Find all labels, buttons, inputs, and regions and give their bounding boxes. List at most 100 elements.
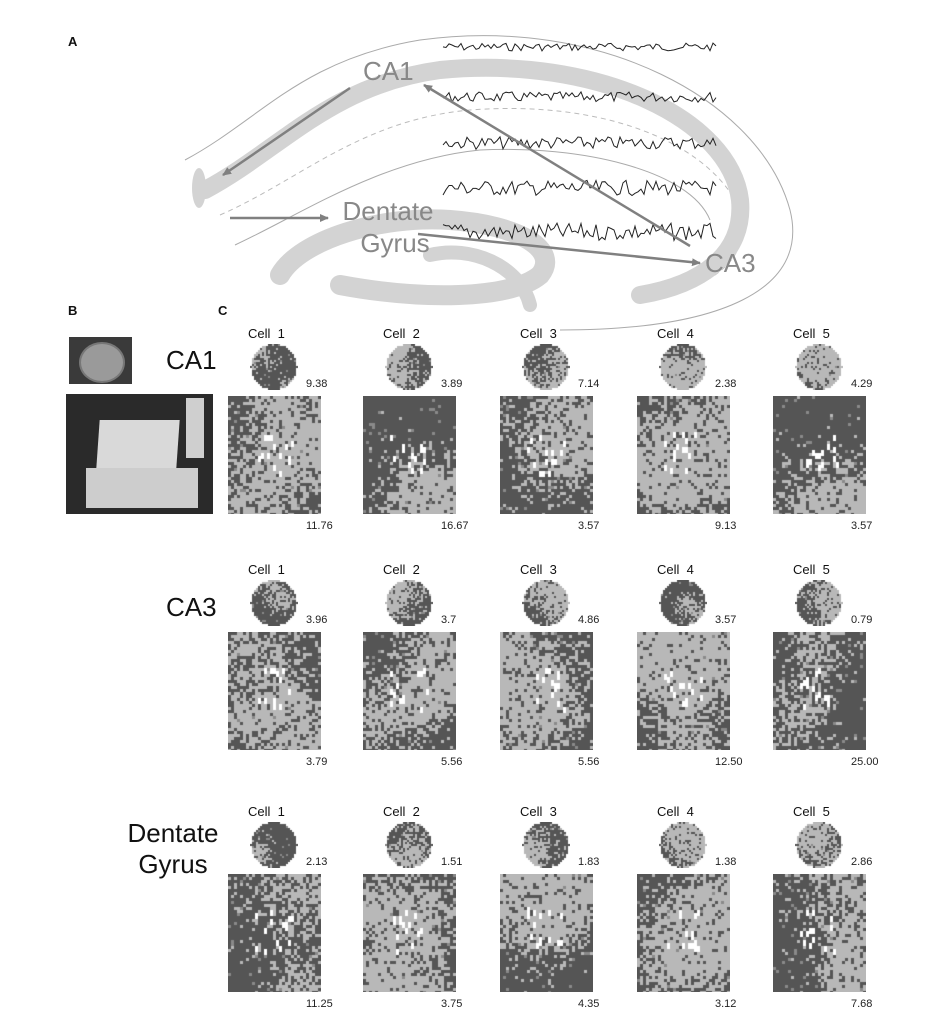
round-arena-peak-rate: 2.86 [851,856,873,868]
box-arena-rate-map [773,874,866,992]
cell-label: Cell 1 [248,326,285,341]
box-arena-rate-map [363,396,456,514]
round-arena-peak-rate: 3.7 [441,614,457,626]
box-arena-rate-map [773,632,866,750]
lfp-trace-3 [442,135,717,151]
round-arena-rate-map [659,822,707,868]
box-arena-peak-rate: 3.57 [851,520,873,532]
box-arena-peak-rate: 11.25 [306,998,333,1010]
round-arena-peak-rate: 4.86 [578,614,600,626]
box-arena-peak-rate: 3.75 [441,998,463,1010]
box-arena-peak-rate: 11.76 [306,520,333,532]
round-arena-rate-map [522,344,570,390]
round-arena-rate-map [659,344,707,390]
photo-box-arena [66,394,213,514]
cell-label: Cell 4 [657,804,694,819]
cell-label: Cell 2 [383,804,420,819]
round-arena-rate-map [522,580,570,626]
box-arena-rate-map [363,632,456,750]
round-arena-peak-rate: 9.38 [306,378,328,390]
cell-label: Cell 5 [793,326,830,341]
subiculum-end [192,168,206,208]
round-arena-peak-rate: 1.83 [578,856,600,868]
round-arena-peak-rate: 4.29 [851,378,873,390]
round-arena-rate-map [250,580,298,626]
dentate-band [270,209,556,306]
pyramidal-layer [196,58,750,304]
hippocampus-diagram: CA1 Dentate Gyrus CA3 [184,35,794,331]
diagram-label-gyrus: Gyrus [360,228,429,258]
round-arena-peak-rate: 1.38 [715,856,737,868]
cell-label: Cell 3 [520,562,557,577]
box-arena-peak-rate: 7.68 [851,998,873,1010]
round-arena-peak-rate: 3.96 [306,614,328,626]
box-floor [96,420,180,468]
round-arena-peak-rate: 0.79 [851,614,873,626]
diagram-label-ca1: CA1 [363,56,414,86]
round-arena-rate-map [795,580,843,626]
box-arena-rate-map [637,396,730,514]
box-arena-rate-map [500,396,593,514]
box-arena-rate-map [637,874,730,992]
box-arena-peak-rate: 5.56 [441,756,463,768]
photo-round-arena [69,337,132,384]
box-arena-peak-rate: 3.57 [578,520,600,532]
cell-label: Cell 4 [657,326,694,341]
cell-label: Cell 1 [248,804,285,819]
cell-label: Cell 2 [383,326,420,341]
region-label-dentate: Dentate [127,818,219,848]
diagram-label-ca3: CA3 [705,248,756,278]
cell-label: Cell 2 [383,562,420,577]
round-arena-peak-rate: 2.38 [715,378,737,390]
box-arena-peak-rate: 12.50 [715,756,743,768]
region-label-dentate-gyrus: Dentate Gyrus [118,818,228,880]
round-arena-rate-map [385,580,433,626]
round-arena-rate-map [385,344,433,390]
panel-label-c: C [218,303,228,318]
box-arena-peak-rate: 3.12 [715,998,737,1010]
round-arena-disc [79,342,125,383]
box-arena-peak-rate: 25.00 [851,756,879,768]
box-arena-rate-map [228,396,321,514]
cell-label: Cell 3 [520,326,557,341]
panel-label-b: B [68,303,78,318]
region-label-gyrus: Gyrus [138,849,208,879]
arrow-ca3-to-ca1 [423,83,691,248]
cell-label: Cell 1 [248,562,285,577]
box-wall [86,468,198,508]
cell-label: Cell 5 [793,562,830,577]
diagram-label-dentate: Dentate [342,196,433,226]
inner-contour-2 [234,148,711,246]
cell-label: Cell 4 [657,562,694,577]
round-arena-rate-map [795,822,843,868]
round-arena-peak-rate: 7.14 [578,378,600,390]
box-arena-peak-rate: 3.79 [306,756,328,768]
curtain [186,398,204,458]
round-arena-peak-rate: 1.51 [441,856,463,868]
lfp-trace-5 [442,221,717,243]
box-arena-rate-map [363,874,456,992]
round-arena-peak-rate: 3.57 [715,614,737,626]
round-arena-rate-map [795,344,843,390]
box-arena-rate-map [228,632,321,750]
box-arena-rate-map [637,632,730,750]
box-arena-rate-map [773,396,866,514]
outer-contour [184,35,794,331]
arrow-dg-to-ca3 [417,232,701,267]
box-arena-rate-map [500,874,593,992]
lfp-traces [442,42,717,243]
cell-label: Cell 3 [520,804,557,819]
dentate-band-inner [423,245,537,312]
box-arena-peak-rate: 4.35 [578,998,600,1010]
round-arena-rate-map [250,344,298,390]
cell-label: Cell 5 [793,804,830,819]
region-label-ca3: CA3 [166,592,217,622]
round-arena-rate-map [659,580,707,626]
arrow-ca1-out [222,86,351,177]
round-arena-rate-map [250,822,298,868]
box-arena-peak-rate: 9.13 [715,520,737,532]
round-arena-rate-map [522,822,570,868]
panel-label-a: A [68,34,78,49]
round-arena-peak-rate: 3.89 [441,378,463,390]
round-arena-peak-rate: 2.13 [306,856,328,868]
